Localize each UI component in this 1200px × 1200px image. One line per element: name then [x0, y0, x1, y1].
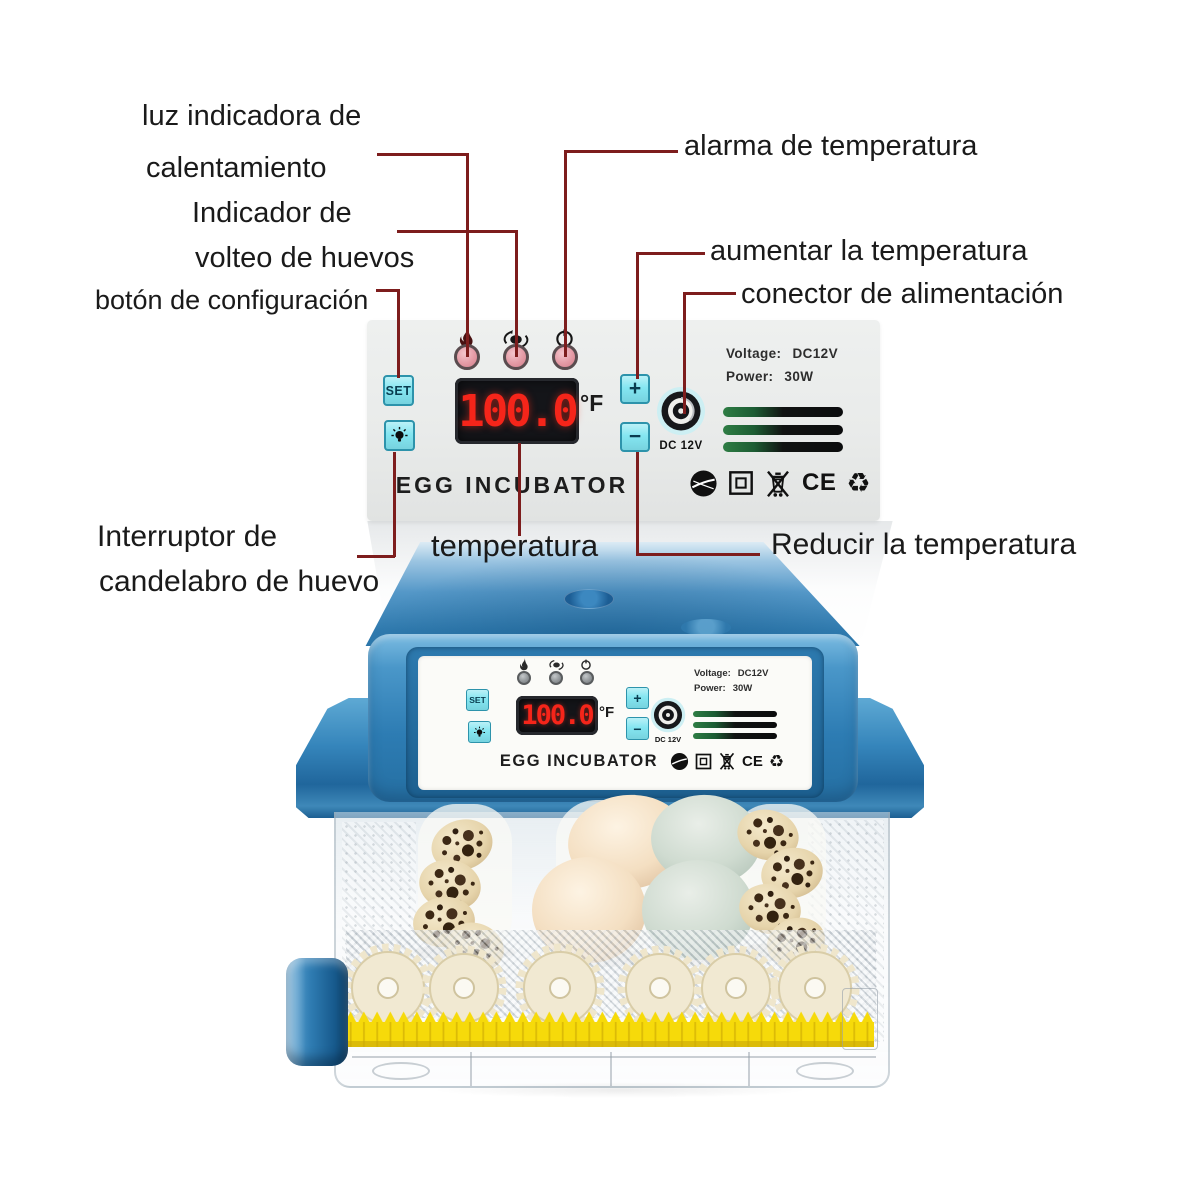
power-ring-icon: [580, 658, 592, 671]
dc-power-jack: [650, 697, 686, 733]
label-heating-light-line1: luz indicadora de: [142, 100, 362, 132]
vent-slot: [693, 733, 777, 739]
label-egg-turning-line1: Indicador de: [192, 197, 352, 229]
power-label: Power:: [726, 369, 774, 384]
vent-slot: [723, 442, 843, 452]
recycle-icon: ♻: [846, 467, 871, 498]
label-temperature: temperatura: [431, 528, 599, 563]
dc-jack-label: DC 12V: [659, 440, 703, 452]
brand-text: EGG INCUBATOR: [499, 752, 659, 770]
egg-turning-knob: [286, 958, 348, 1066]
control-panel-enlarged: SET 100.0 °F + − DC 12V Voltage: DC12V P…: [367, 320, 880, 521]
vent-slot: [723, 425, 843, 435]
lid-vent: [564, 589, 614, 609]
flame-icon: [518, 657, 530, 672]
badge-icon: [670, 752, 689, 770]
label-decrease-temp: Reducir la temperatura: [771, 528, 1077, 561]
candler-light-button: [384, 420, 415, 451]
turning-led: [549, 671, 563, 685]
label-increase-temp: aumentar la temperatura: [710, 235, 1028, 267]
brand-text: EGG INCUBATOR: [395, 472, 629, 498]
voltage-spec: Voltage: DC12V: [726, 346, 838, 361]
label-temp-alarm: alarma de temperatura: [684, 130, 978, 162]
device-shadow: [430, 1082, 810, 1098]
temperature-display: 100.0: [516, 696, 598, 735]
leader-line: [684, 292, 736, 295]
temperature-display: 100.0: [455, 378, 579, 444]
voltage-label: Voltage:: [726, 346, 782, 361]
chamber-foot: [372, 1062, 430, 1080]
power-value: 30W: [784, 369, 814, 384]
ce-mark: CE: [802, 469, 837, 496]
power-spec: Power: 30W: [726, 369, 813, 384]
label-config-button: botón de configuración: [95, 285, 369, 315]
certification-icons: CE ♻: [670, 748, 806, 774]
chamber-foot: [796, 1062, 854, 1080]
label-candler-switch-line2: candelabro de huevo: [99, 565, 380, 598]
leader-line: [636, 452, 639, 555]
leader-line: [636, 553, 760, 556]
yellow-rack-rail: [344, 1010, 874, 1047]
leader-line: [357, 555, 395, 558]
leader-line: [397, 230, 517, 233]
label-candler-switch-line1: Interruptor de: [97, 520, 278, 553]
heating-led: [517, 671, 531, 685]
chamber-divider-line: [748, 1052, 750, 1086]
label-egg-turning-line2: volteo de huevos: [195, 242, 415, 274]
leader-line: [637, 252, 705, 255]
label-heating-light-line2: calentamiento: [146, 152, 327, 184]
badge-icon: [690, 469, 717, 497]
chamber-corner-bracket: [842, 988, 878, 1050]
increase-temp-button: +: [620, 374, 650, 404]
egg-rotation-icon: [549, 659, 564, 671]
increase-temp-button: +: [626, 687, 649, 709]
leader-line: [393, 452, 396, 557]
bulb-icon: [473, 726, 486, 739]
leader-line: [376, 289, 400, 292]
leader-line: [397, 289, 400, 378]
certification-icons: CE ♻: [689, 465, 875, 501]
weee-bin-icon: [719, 752, 735, 770]
leader-line: [566, 150, 678, 153]
weee-bin-icon: [767, 470, 789, 497]
vent-slot: [723, 407, 843, 417]
bulb-icon: [390, 426, 409, 445]
recycle-icon: ♻: [768, 751, 785, 771]
vent-slot: [693, 711, 777, 717]
egg-tray: [409, 794, 832, 970]
chamber-front-line: [352, 1056, 876, 1058]
leader-line: [466, 153, 469, 357]
control-panel-device: SET 100.0 °F + − DC 12V Voltage: DC12V P…: [418, 656, 812, 790]
chamber-divider-line: [470, 1052, 472, 1086]
leader-line: [636, 252, 639, 379]
chamber-divider-line: [610, 1052, 612, 1086]
voltage-spec: Voltage: DC12V: [694, 668, 769, 679]
decrease-temp-button: −: [620, 422, 650, 452]
candler-light-button: [468, 721, 491, 743]
set-button: SET: [383, 375, 414, 406]
dc-jack-label: DC 12V: [654, 735, 682, 744]
display-unit: °F: [599, 704, 615, 721]
lid-top-face: [365, 542, 860, 646]
power-spec: Power: 30W: [694, 683, 753, 694]
label-power-connector: conector de alimentación: [741, 278, 1064, 310]
lid-vent-2: [681, 619, 731, 636]
display-unit: °F: [580, 390, 604, 416]
ce-mark: CE: [742, 752, 763, 770]
dc-power-jack: [656, 386, 706, 436]
alarm-led: [580, 671, 594, 685]
leader-line: [515, 230, 518, 357]
leader-line: [377, 153, 468, 156]
set-button: SET: [466, 689, 489, 711]
enlarged-panel-background: [367, 320, 880, 521]
leader-line: [683, 292, 686, 414]
leader-line: [564, 150, 567, 357]
double-insulation-icon: [729, 471, 753, 495]
leader-line: [518, 443, 521, 536]
voltage-value: DC12V: [792, 346, 838, 361]
decrease-temp-button: −: [626, 717, 649, 740]
double-insulation-icon: [695, 753, 712, 769]
vent-slot: [693, 722, 777, 728]
